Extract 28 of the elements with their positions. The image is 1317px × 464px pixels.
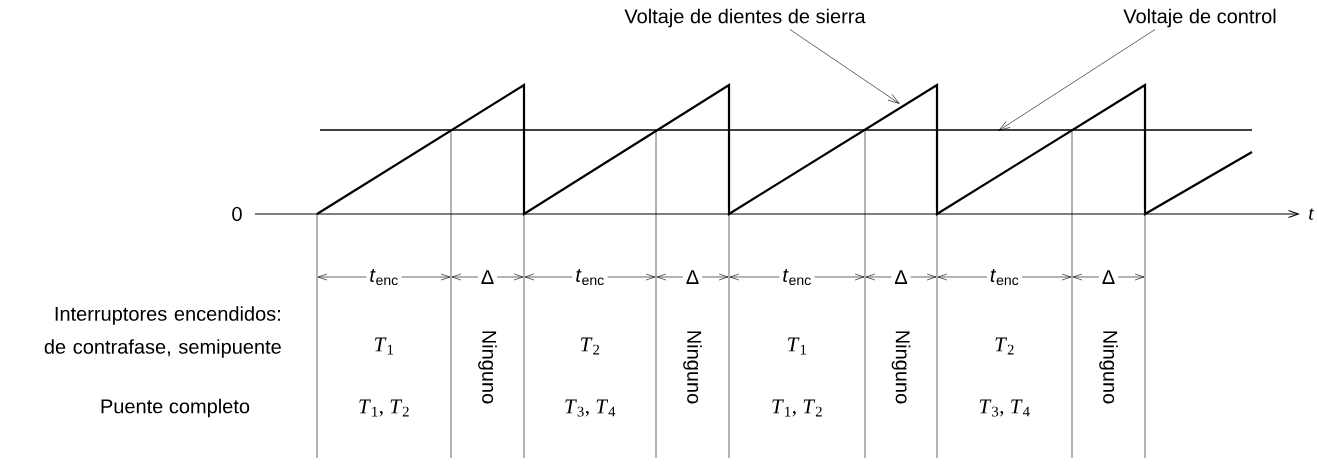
annotation-label: Voltaje de dientes de sierra (624, 8, 866, 28)
switch-label: T$_{3}$, T$_{4}$ (565, 399, 616, 417)
cell-text: Ninguno (478, 331, 497, 404)
row-heading: Interruptores encendidos: de contrafase, semipuente (44, 306, 281, 358)
switch-label: T$_{1}$ (375, 337, 393, 355)
dimension-label: Δ (1098, 267, 1119, 287)
dimension-label: t$_{enc}$ (779, 265, 815, 289)
cell-text: Ninguno (1099, 331, 1118, 404)
axis-label: t (1309, 208, 1315, 220)
switch-label: T$_{2}$ (581, 337, 600, 355)
dimension-label: t$_{enc}$ (986, 265, 1023, 289)
row-heading: Puente completo (101, 398, 250, 418)
dimension-label: Δ (477, 267, 498, 287)
zero-label: 0 (232, 206, 242, 222)
dimension-label: t$_{enc}$ (572, 265, 608, 289)
switch-label: T$_{1}$, T$_{2}$ (359, 399, 409, 417)
switch-label: T$_{2}$ (995, 337, 1014, 355)
dimension-label: Δ (682, 267, 703, 287)
switch-label: T$_{1}$, T$_{2}$ (772, 399, 822, 417)
leader-line (998, 29, 1156, 131)
dimension-label: Δ (891, 267, 911, 287)
leader-line (789, 29, 900, 104)
switch-label: T$_{1}$ (788, 337, 806, 355)
cell-text: Ninguno (891, 331, 911, 404)
dimension-label: t$_{enc}$ (366, 265, 402, 289)
annotation-label: Voltaje de control (1123, 8, 1276, 28)
cell-text: Ninguno (683, 331, 702, 404)
switch-label: T$_{3}$, T$_{4}$ (979, 399, 1030, 417)
